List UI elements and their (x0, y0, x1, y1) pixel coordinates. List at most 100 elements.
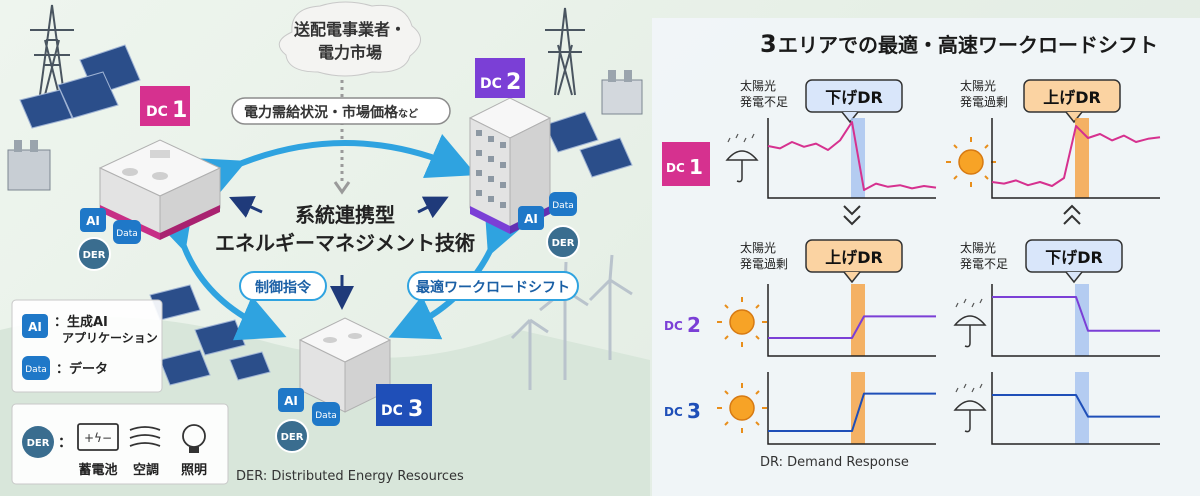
series-line (992, 394, 1160, 418)
svg-text:Data: Data (315, 411, 337, 421)
control-label-box: 制御指令 (239, 271, 327, 301)
dr-band (851, 284, 865, 356)
dr-band (1075, 372, 1089, 444)
dr-band (1075, 284, 1089, 356)
svg-text:Data: Data (25, 365, 47, 375)
svg-text:：生成AI: ：生成AI (54, 314, 108, 330)
dr-callout-up: 上げDR (805, 239, 903, 284)
chevron-up-icon (1063, 204, 1081, 225)
series-line (768, 315, 936, 339)
shift-label: 最適ワークロードシフト (416, 279, 570, 296)
svg-text:DC: DC (664, 405, 683, 419)
der-icon (546, 225, 580, 259)
signal-label-box: 電力需給状況・市場価格など (231, 97, 451, 125)
weather-caption: 発電過剰 (740, 257, 788, 271)
dr-callout-down: 下げDR (1025, 239, 1123, 284)
ai-icon (518, 206, 544, 230)
aircon-icon (129, 426, 161, 447)
sun-icon (717, 297, 767, 347)
weather-caption: 太陽光 (740, 240, 776, 255)
svg-text:下げDR: 下げDR (1045, 248, 1103, 267)
svg-text:DER: DER (281, 432, 304, 443)
svg-text:1: 1 (689, 155, 703, 179)
weather-caption: 発電過剰 (960, 95, 1008, 109)
ai-icon (22, 314, 48, 338)
svg-text:DER: DER (552, 238, 575, 249)
data-icon (549, 192, 577, 216)
svg-text:電力需給状況・市場価格など: 電力需給状況・市場価格など (244, 104, 418, 121)
svg-text:DC: DC (664, 319, 683, 333)
weather-caption: 太陽光 (960, 78, 996, 93)
svg-text:下げDR: 下げDR (825, 88, 883, 107)
svg-text:DC: DC (666, 161, 685, 175)
weather-caption: 発電不足 (740, 95, 788, 109)
chart-axes (991, 118, 1160, 199)
der-icon (22, 426, 54, 458)
mini-chart-4 (991, 284, 1160, 357)
weather-caption: 発電不足 (960, 257, 1008, 271)
svg-text:照明: 照明 (181, 463, 207, 478)
dc1-resources: AI Data DER (77, 208, 141, 271)
pylon-icon (30, 4, 74, 96)
solar-panel-icon (19, 44, 141, 129)
der-footnote: DER: Distributed Energy Resources (236, 469, 464, 484)
svg-text:Data: Data (116, 229, 138, 239)
chart-axes (767, 372, 936, 445)
chart-axes (767, 118, 936, 199)
svg-text:1: 1 (172, 98, 187, 123)
mini-chart-5 (767, 372, 936, 445)
svg-text:AI: AI (86, 214, 100, 228)
dc3-resources: AI Data DER (275, 388, 340, 453)
arrow-dc1-dc3 (148, 199, 287, 341)
series-line (767, 121, 937, 191)
svg-text:AI: AI (524, 212, 538, 226)
der-icon (77, 237, 111, 271)
dr-band (1075, 118, 1089, 198)
series-line (992, 295, 1160, 332)
center-arrows (229, 196, 449, 310)
svg-text:DC: DC (381, 403, 403, 419)
chart-axes (991, 284, 1160, 357)
svg-text:AI: AI (28, 320, 42, 334)
svg-text:アプリケーション: アプリケーション (62, 330, 158, 345)
chevron-down-icon (843, 205, 861, 226)
svg-text:DER: DER (27, 438, 50, 449)
series-line (768, 392, 936, 433)
svg-text:2: 2 (506, 70, 521, 95)
mini-chart-2 (991, 118, 1161, 199)
mini-chart-1 (767, 118, 937, 199)
rain-umbrella-icon (953, 298, 987, 348)
panel-title: エリアでの最適・高速ワークロードシフト (778, 33, 1158, 57)
dr-band (851, 372, 865, 444)
weather-caption: 太陽光 (960, 240, 996, 255)
source-line1: 送配電事業者・ (293, 20, 406, 39)
rain-umbrella-icon (953, 383, 987, 433)
svg-text:+ϟ−: +ϟ− (84, 431, 112, 445)
sun-icon (717, 383, 767, 433)
pylon-icon (545, 7, 585, 96)
dc1-building (98, 139, 222, 240)
svg-text:3: 3 (687, 399, 701, 423)
row-badge-dc1: DC 1 (662, 142, 710, 186)
svg-text:蓄電池: 蓄電池 (78, 462, 117, 478)
svg-text:3: 3 (408, 397, 423, 422)
battery-icon (77, 423, 119, 451)
arrow-dc1-dc2 (192, 134, 477, 202)
signal-suffix: など (398, 107, 418, 120)
svg-text:DER: DER (83, 250, 106, 261)
dr-callout-down: 下げDR (805, 79, 903, 124)
svg-text:DC: DC (480, 76, 502, 92)
control-label: 制御指令 (255, 279, 312, 296)
center-line1: 系統連携型 (295, 203, 395, 227)
svg-text:：データ: ：データ (56, 361, 108, 377)
dc2-resources: AI Data DER (518, 192, 580, 259)
data-icon (312, 402, 340, 426)
signal-arrow-icon (333, 181, 351, 195)
series-line (991, 125, 1161, 187)
panel-title-num: 3 (760, 30, 777, 58)
ai-icon (278, 388, 304, 412)
row-badge-dc3: DC 3 (664, 399, 701, 423)
dc2-badge: DC 2 (475, 58, 525, 98)
